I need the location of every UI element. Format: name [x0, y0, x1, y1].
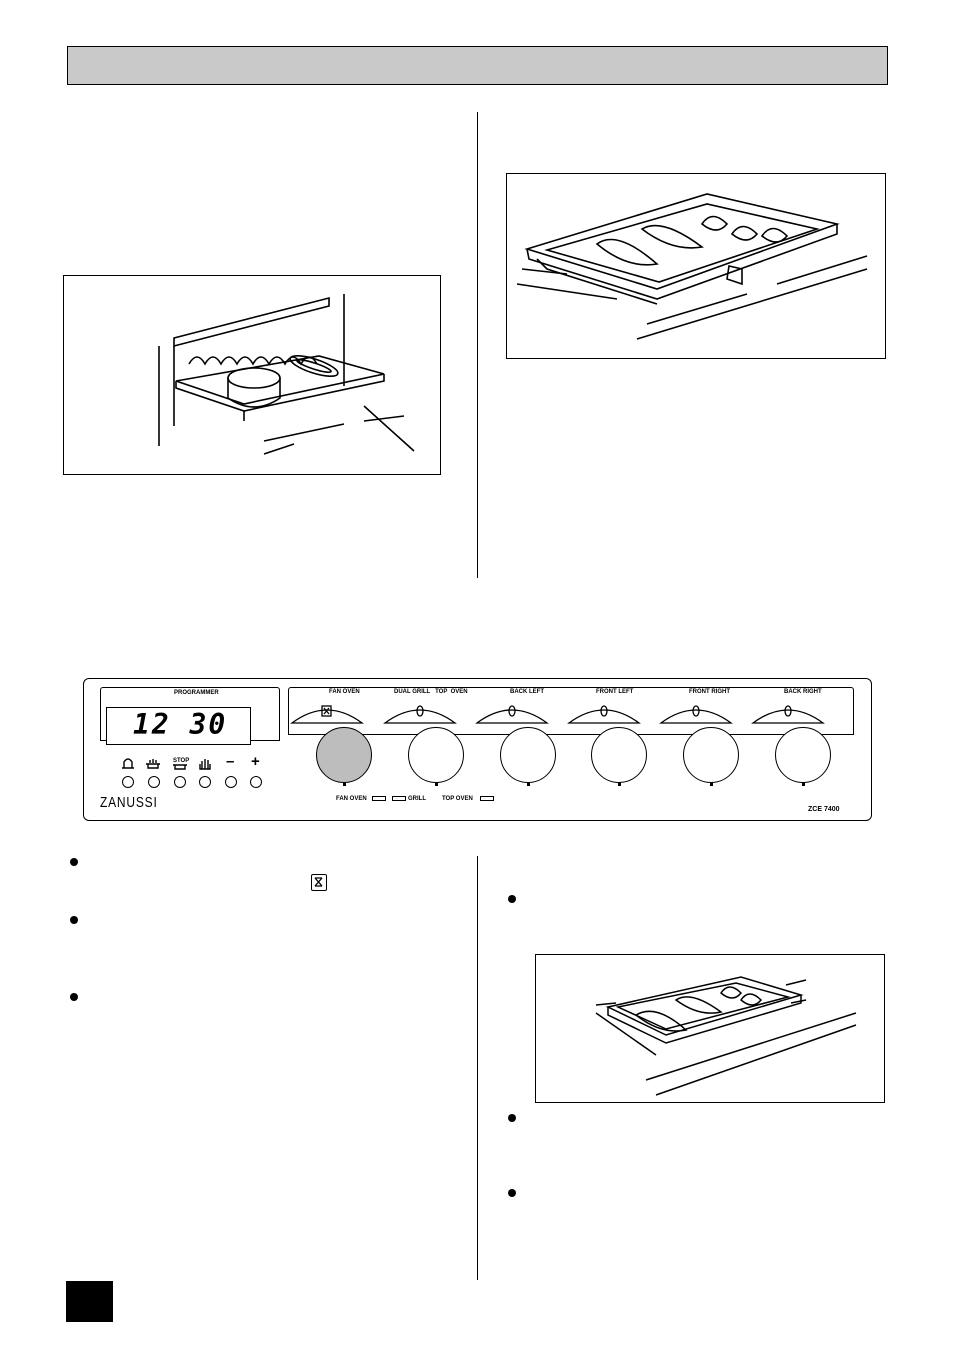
column-divider-top — [477, 112, 478, 578]
knob-label-frame — [288, 687, 854, 735]
fan-icon — [321, 705, 332, 717]
brand-logo: ZANUSSI — [100, 794, 158, 811]
pot-icon — [146, 759, 160, 769]
figure-grill-pan — [506, 173, 886, 359]
figure-oven-shelf — [63, 275, 441, 475]
grill-pan-illustration — [516, 193, 868, 340]
programmer-icons — [122, 758, 211, 770]
grill-indicator-light — [392, 796, 406, 801]
plus-button[interactable] — [250, 776, 262, 788]
fan-icon — [311, 874, 327, 891]
bullet — [508, 1114, 516, 1122]
position-zero-icon — [416, 705, 424, 717]
fan-oven-knob[interactable] — [316, 727, 372, 786]
fan-oven-indicator-light — [372, 796, 386, 801]
front-left-hotplate-knob[interactable] — [591, 727, 647, 786]
top-oven-indicator-label: TOP OVEN — [442, 796, 473, 802]
dual-grill-top-oven-knob[interactable] — [408, 727, 464, 786]
control-label-dual-grill-top-oven: DUAL GRILL TOP OVEN — [394, 689, 468, 695]
front-right-hotplate-knob[interactable] — [683, 727, 739, 786]
stop-label: STOP — [173, 758, 190, 764]
control-label-back-right: BACK RIGHT — [784, 689, 822, 695]
grill-pan-runners-illustration — [595, 976, 857, 1096]
bullet — [70, 993, 78, 1001]
clock-display: 12 30 — [106, 707, 251, 745]
figure-grill-pan-runners — [535, 954, 885, 1103]
knob-symbol-arches — [290, 705, 825, 724]
back-left-hotplate-knob[interactable] — [500, 727, 556, 786]
oven-shelf-illustration — [158, 294, 415, 455]
section-header-bar — [67, 46, 888, 85]
bullet — [508, 1189, 516, 1197]
minus-button[interactable] — [225, 776, 237, 788]
stop-time-button[interactable] — [174, 776, 186, 788]
bullet — [70, 858, 78, 866]
programmer-label: PROGRAMMER — [174, 690, 219, 696]
page-number-box — [66, 1281, 113, 1322]
model-number: ZCE 7400 — [808, 806, 840, 813]
fan-oven-indicator-label: FAN OVEN — [336, 796, 367, 802]
bullet — [508, 895, 516, 903]
minus-label: – — [226, 753, 235, 770]
bell-icon — [122, 758, 134, 769]
hand-icon — [199, 759, 211, 770]
manual-button[interactable] — [199, 776, 211, 788]
pot-stop-icon — [173, 764, 187, 770]
control-label-front-left: FRONT LEFT — [596, 689, 634, 695]
grill-indicator-label: GRILL — [408, 796, 426, 802]
bullet — [70, 916, 78, 924]
bell-button[interactable] — [122, 776, 134, 788]
clock-readout: 12 30 — [133, 708, 228, 741]
column-divider-bottom — [477, 856, 478, 1280]
top-oven-indicator-light — [480, 796, 494, 801]
control-label-back-left: BACK LEFT — [510, 689, 544, 695]
back-right-hotplate-knob[interactable] — [775, 727, 831, 786]
cook-time-button[interactable] — [148, 776, 160, 788]
control-label-fan-oven: FAN OVEN — [329, 689, 360, 695]
plus-label: + — [251, 753, 260, 770]
control-panel: PROGRAMMER 12 30 STOP – + ZANUSSI FAN OV… — [83, 678, 872, 821]
control-label-front-right: FRONT RIGHT — [689, 689, 730, 695]
